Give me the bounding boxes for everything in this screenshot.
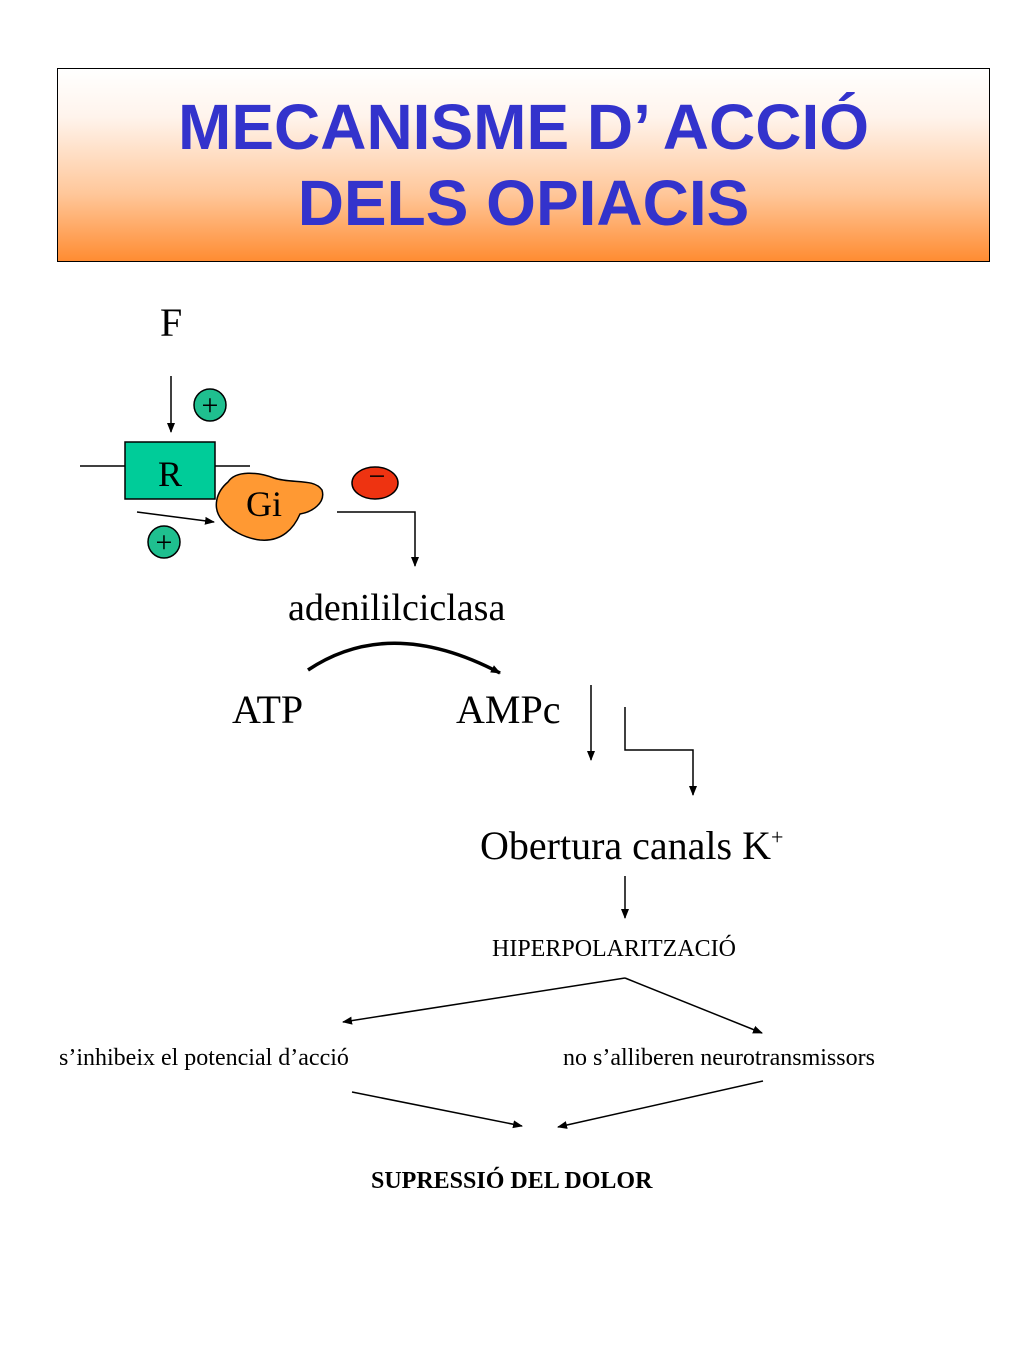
title-box: MECANISME D’ ACCIÓ DELS OPIACIS <box>57 68 990 262</box>
title-line-2: DELS OPIACIS <box>297 167 750 239</box>
effect-left-label: s’inhibeix el potencial d’acció <box>59 1045 349 1071</box>
title-line-1: MECANISME D’ ACCIÓ <box>178 91 869 163</box>
atp-label: ATP <box>232 687 304 732</box>
g-protein: Gi <box>215 472 324 541</box>
plus-top-circle <box>193 388 227 422</box>
arrow-converge-right <box>557 1080 764 1129</box>
plus-top-badge: + <box>193 388 227 422</box>
enzyme-label: adenililciclasa <box>288 587 506 629</box>
ampc-label: AMPc <box>456 687 561 732</box>
arrow-elbow-to-k-channels <box>624 707 697 796</box>
k-channels-text: Obertura canals K <box>480 823 771 868</box>
effect-right-label: no s’alliberen neurotransmissors <box>563 1045 875 1071</box>
plus-bottom-badge: + <box>147 525 181 559</box>
arrow-converge-left <box>351 1091 523 1129</box>
arrow-to-g-protein <box>136 511 215 525</box>
arrow-branch-right <box>624 977 763 1034</box>
result-label: SUPRESSIÓ DEL DOLOR <box>371 1168 653 1194</box>
receptor-box <box>124 441 216 500</box>
ligand-label: F <box>160 300 183 345</box>
g-protein-label: Gi <box>246 484 282 524</box>
minus-badge: − <box>351 460 399 500</box>
arrow-branch-left <box>342 977 626 1025</box>
k-superscript: + <box>770 824 784 850</box>
plus-bottom-sign: + <box>156 526 173 559</box>
k-channels-label: Obertura canals K+ <box>480 826 783 866</box>
receptor: R <box>124 441 216 500</box>
minus-ellipse <box>351 466 399 500</box>
plus-bottom-circle <box>147 525 181 559</box>
arrow-inhibition-to-enzyme <box>337 511 419 567</box>
plus-top-sign: + <box>202 389 219 422</box>
receptor-label: R <box>158 454 182 494</box>
arrow-atp-to-ampc <box>307 641 501 675</box>
g-protein-shape <box>215 472 324 541</box>
hyperpolarization-label: HIPERPOLARITZACIÓ <box>492 936 736 962</box>
minus-sign: − <box>369 460 386 493</box>
